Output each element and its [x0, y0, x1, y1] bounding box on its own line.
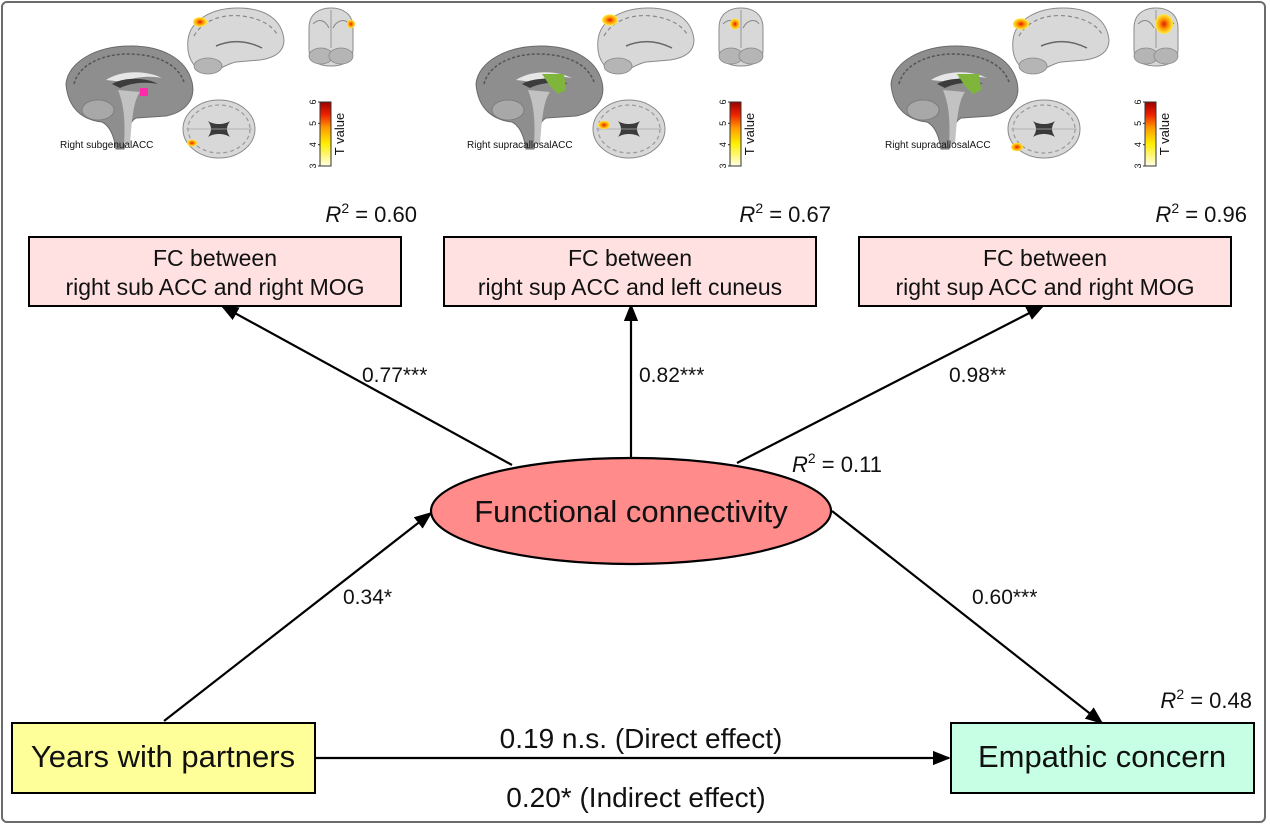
loading-1-label: 0.77***: [362, 364, 427, 387]
indicator-1-line2: right sub ACC and right MOG: [65, 274, 364, 300]
lateral-sagittal-slice: [596, 7, 695, 75]
seed-sagittal-slice: [475, 45, 604, 150]
colorbar-tick-label: 3: [718, 163, 728, 168]
indicator-node-1: FC between right sub ACC and right MOG: [28, 236, 402, 307]
axial-slice: [592, 99, 666, 159]
path-loading-1-arrow: [220, 305, 513, 466]
brain-panel-2: Right supracallosalACC 3 4 5 6 T value: [467, 7, 764, 169]
indicator-2-r2: R2 = 0.67: [739, 200, 831, 227]
activation-cluster: [1013, 18, 1029, 30]
colorbar-title: T value: [1157, 113, 1172, 155]
seed-roi: [542, 74, 566, 94]
colorbar: 3 4 5 6 T value: [308, 99, 347, 168]
path-b-label: 0.60***: [972, 586, 1037, 609]
colorbar-title: T value: [332, 113, 347, 155]
colorbar-tick-label: 5: [308, 121, 318, 126]
colorbar-tick-label: 3: [308, 163, 318, 168]
indicator-2-line2: right sup ACC and left cuneus: [478, 274, 782, 300]
indicator-node-3: FC between right sup ACC and right MOG: [858, 236, 1232, 307]
axial-slice: [1007, 99, 1081, 159]
colorbar-tick-label: 4: [718, 142, 728, 147]
activation-cluster: [347, 19, 355, 29]
coronal-slice: [718, 7, 764, 67]
indicator-node-2: FC between right sup ACC and left cuneus: [443, 236, 817, 307]
activation-cluster: [1155, 14, 1173, 34]
outcome-node: Empathic concern: [950, 722, 1255, 794]
axial-slice: [182, 99, 256, 159]
colorbar-tick-label: 6: [308, 99, 318, 104]
activation-cluster: [1011, 142, 1023, 152]
colorbar-title: T value: [742, 113, 757, 155]
loading-3-label: 0.98**: [949, 364, 1006, 387]
colorbar-gradient: [729, 101, 742, 167]
seed-roi: [140, 88, 148, 96]
indicator-1-line1: FC between: [153, 245, 277, 271]
path-loading-3-arrow: [736, 305, 1045, 464]
seed-sagittal-slice: [890, 45, 1019, 150]
predictor-node: Years with partners: [11, 722, 316, 794]
indicator-2-line1: FC between: [568, 245, 692, 271]
loading-2-label: 0.82***: [639, 364, 704, 387]
coronal-slice: [1133, 7, 1179, 67]
colorbar: 3 4 5 6 T value: [1133, 99, 1172, 168]
seed-region-caption: Right supracallosalACC: [885, 140, 991, 151]
colorbar-tick-label: 3: [1133, 163, 1143, 168]
coronal-slice: [308, 7, 355, 67]
activation-cluster: [187, 139, 197, 147]
colorbar-gradient: [319, 101, 332, 167]
outcome-r2: R2 = 0.48: [1160, 686, 1252, 713]
indicator-1-r2: R2 = 0.60: [325, 200, 417, 227]
lateral-sagittal-slice: [1011, 7, 1110, 75]
seed-roi: [957, 74, 981, 94]
brain-panel-3: Right supracallosalACC 3 4 5 6 T value: [885, 7, 1179, 169]
path-a-arrow: [163, 511, 433, 722]
indirect-effect-label: 0.20* (Indirect effect): [506, 782, 765, 813]
outcome-label: Empathic concern: [978, 739, 1226, 774]
indicator-3-r2: R2 = 0.96: [1155, 200, 1247, 227]
colorbar-tick-label: 5: [1133, 121, 1143, 126]
activation-cluster: [602, 14, 618, 26]
path-a-label: 0.34*: [343, 586, 392, 609]
activation-cluster: [598, 120, 610, 130]
seed-sagittal-slice: [65, 45, 194, 150]
predictor-label: Years with partners: [31, 739, 295, 774]
path-b-arrow: [831, 510, 1104, 725]
colorbar: 3 4 5 6 T value: [718, 99, 757, 168]
indicator-3-line1: FC between: [983, 245, 1107, 271]
brain-panel-1: Right subgenualACC 3 4 5 6 T value: [60, 7, 355, 169]
colorbar-tick-label: 6: [718, 99, 728, 104]
direct-effect-label: 0.19 n.s. (Direct effect): [500, 723, 783, 754]
colorbar-tick-label: 5: [718, 121, 728, 126]
colorbar-gradient: [1144, 101, 1157, 167]
lateral-sagittal-slice: [186, 7, 285, 75]
activation-cluster: [730, 18, 740, 30]
mediator-node: Functional connectivity: [429, 456, 833, 566]
mediator-label: Functional connectivity: [474, 494, 788, 529]
mediator-r2: R2 = 0.11: [792, 450, 882, 477]
colorbar-tick-label: 4: [1133, 142, 1143, 147]
seed-region-caption: Right supracallosalACC: [467, 140, 573, 151]
colorbar-tick-label: 6: [1133, 99, 1143, 104]
colorbar-tick-label: 4: [308, 142, 318, 147]
indicator-3-line2: right sup ACC and right MOG: [895, 274, 1194, 300]
seed-region-caption: Right subgenualACC: [60, 140, 153, 151]
activation-cluster: [193, 17, 207, 27]
